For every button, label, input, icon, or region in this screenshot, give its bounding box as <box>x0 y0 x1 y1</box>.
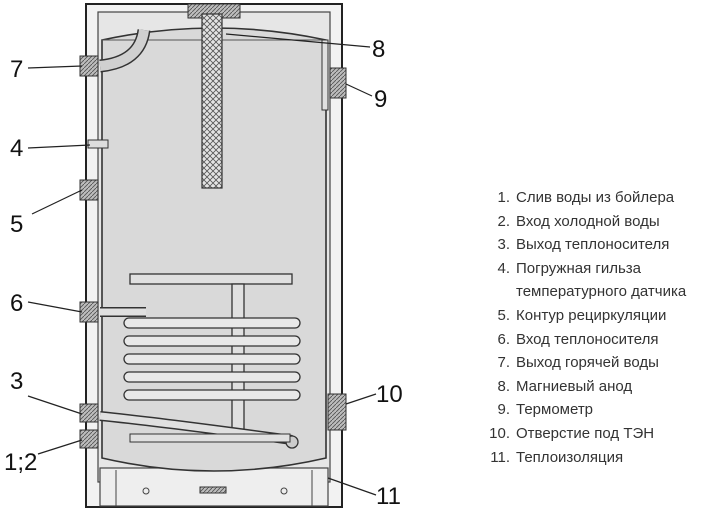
magnesium-anode <box>201 13 223 189</box>
legend-item: 5.Контур рециркуляции <box>497 306 667 324</box>
legend-item: 11.Теплоизоляция <box>490 448 624 466</box>
legend-item: 10.Отверстие под ТЭН <box>489 424 655 442</box>
legend-item-continuation: температурного датчика <box>516 283 687 301</box>
callout-5: 5 <box>10 211 23 238</box>
callout-11: 11 <box>376 483 401 509</box>
legend-item: 8.Магниевый анод <box>497 377 633 395</box>
legend-item: 7.Выход горячей воды <box>497 354 659 372</box>
callout-10: 10 <box>376 381 403 408</box>
legend-item: 6.Вход теплоносителя <box>497 330 659 348</box>
heater-port <box>327 393 347 431</box>
callout-3: 3 <box>10 368 23 395</box>
leader-lines <box>27 33 377 496</box>
callout-1-2: 1;2 <box>4 449 37 476</box>
side-fittings <box>79 55 109 449</box>
legend-list: 1.Слив воды из бойлера 2.Вход холодной в… <box>478 186 686 469</box>
legend-item: 2.Вход холодной воды <box>497 212 660 230</box>
legend-item: 3.Выход теплоносителя <box>497 236 670 254</box>
legend-item: 9.Термометр <box>497 401 594 419</box>
legend-item: 1.Слив воды из бойлера <box>497 189 675 206</box>
callout-8: 8 <box>372 36 385 63</box>
callout-6: 6 <box>10 290 23 317</box>
callout-4: 4 <box>10 135 23 162</box>
callout-7: 7 <box>10 56 23 83</box>
legend-item: 4.Погружная гильза <box>497 259 642 277</box>
thermometer <box>321 39 347 111</box>
callout-9: 9 <box>374 86 387 113</box>
